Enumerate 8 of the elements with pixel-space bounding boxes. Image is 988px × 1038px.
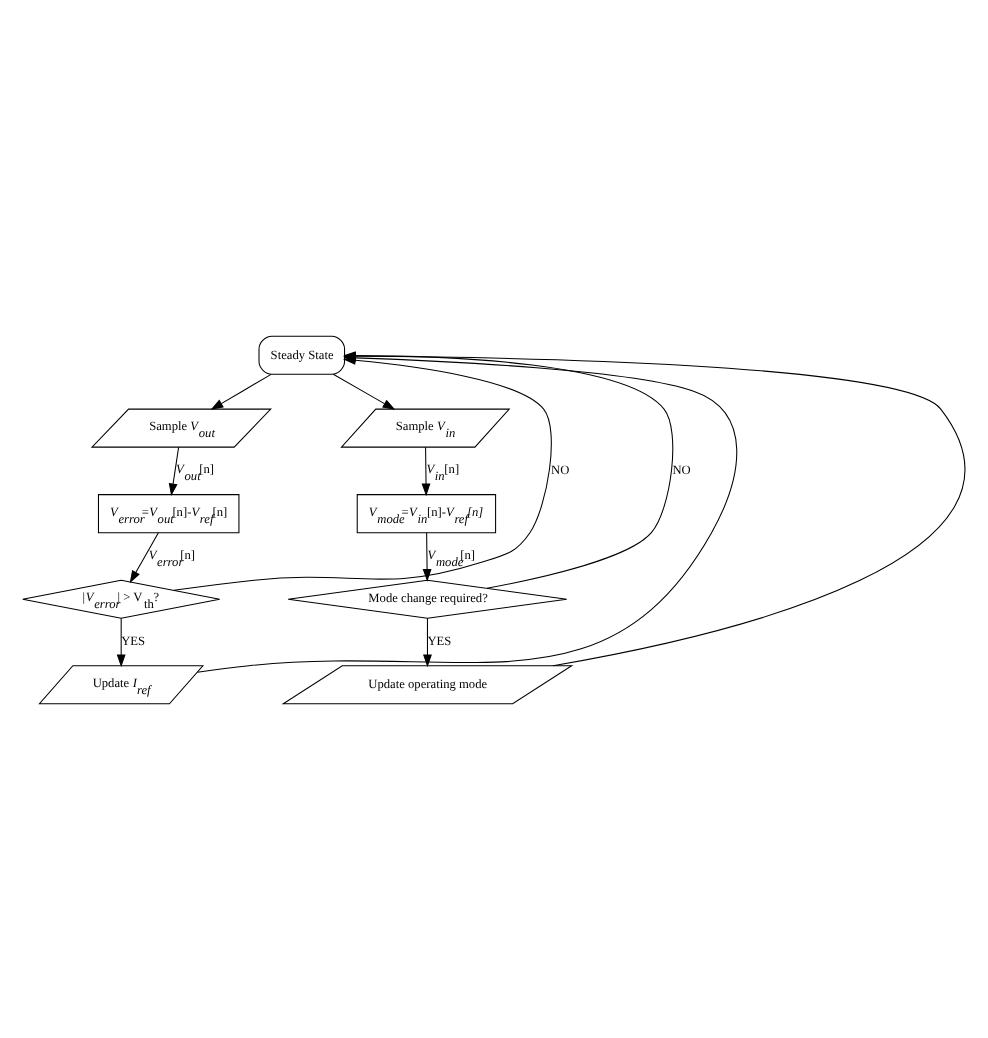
arrow: [129, 531, 159, 583]
arrow: [332, 372, 396, 409]
arrow: [116, 616, 126, 667]
arrow: [421, 445, 431, 496]
arrow: [210, 372, 272, 409]
arrow: [422, 531, 432, 581]
arrow: [423, 616, 432, 667]
arrow: [168, 445, 180, 496]
